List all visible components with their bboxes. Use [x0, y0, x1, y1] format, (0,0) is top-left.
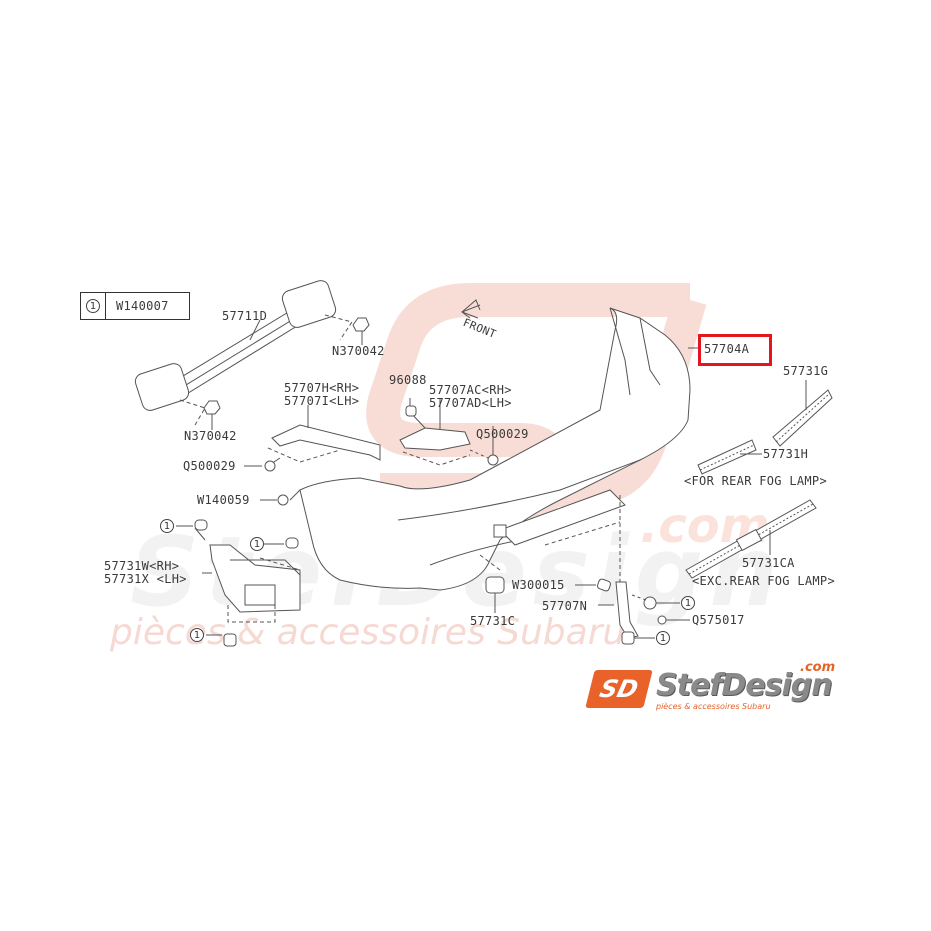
label-n370042-bottom[interactable]: N370042: [184, 429, 237, 443]
label-57707ac-rh[interactable]: 57707AC<RH>: [429, 383, 512, 397]
label-57704a[interactable]: 57704A: [704, 342, 750, 356]
label-n370042-top[interactable]: N370042: [332, 344, 385, 358]
label-57707ad-lh[interactable]: 57707AD<LH>: [429, 396, 512, 410]
label-57731c[interactable]: 57731C: [470, 614, 516, 628]
legend-key-cell: 1: [81, 293, 106, 319]
label-57731ca[interactable]: 57731CA: [742, 556, 795, 570]
label-57707i-lh[interactable]: 57707I<LH>: [284, 394, 360, 408]
legend-box: 1 W140007: [80, 292, 190, 320]
brand-com: .com: [800, 660, 836, 675]
label-exc-rear-fog-lamp: <EXC.REAR FOG LAMP>: [692, 574, 835, 588]
circled-number-icon: 1: [681, 596, 695, 610]
circled-number-icon: 1: [656, 631, 670, 645]
label-57711d[interactable]: 57711D: [222, 309, 268, 323]
label-96088[interactable]: 96088: [389, 373, 427, 387]
label-57707h-rh[interactable]: 57707H<RH>: [284, 381, 360, 395]
label-57731w-rh[interactable]: 57731W<RH>: [104, 559, 180, 573]
circled-number-icon: 1: [86, 299, 100, 313]
label-q575017[interactable]: Q575017: [692, 613, 745, 627]
label-for-rear-fog-lamp: <FOR REAR FOG LAMP>: [684, 474, 827, 488]
circled-number-icon: 1: [190, 628, 204, 642]
label-57731g[interactable]: 57731G: [783, 364, 829, 378]
label-q500029-left[interactable]: Q500029: [183, 459, 236, 473]
brand-mark-icon: SD: [585, 670, 653, 708]
label-57707n[interactable]: 57707N: [542, 599, 588, 613]
brand-name: StefDesign: [656, 668, 833, 703]
label-57731h[interactable]: 57731H: [763, 447, 809, 461]
highlight-box: [698, 334, 772, 366]
brand-tagline: pièces & accessoires Subaru: [656, 702, 771, 711]
label-w300015[interactable]: W300015: [512, 578, 565, 592]
label-w140059[interactable]: W140059: [197, 493, 250, 507]
circled-number-icon: 1: [160, 519, 174, 533]
circled-number-icon: 1: [250, 537, 264, 551]
label-57731x-lh[interactable]: 57731X <LH>: [104, 572, 187, 586]
legend-part-number: W140007: [116, 298, 169, 313]
brand-logo: SD StefDesign .com pièces & accessoires …: [585, 660, 846, 716]
label-q500029-right[interactable]: Q500029: [476, 427, 529, 441]
